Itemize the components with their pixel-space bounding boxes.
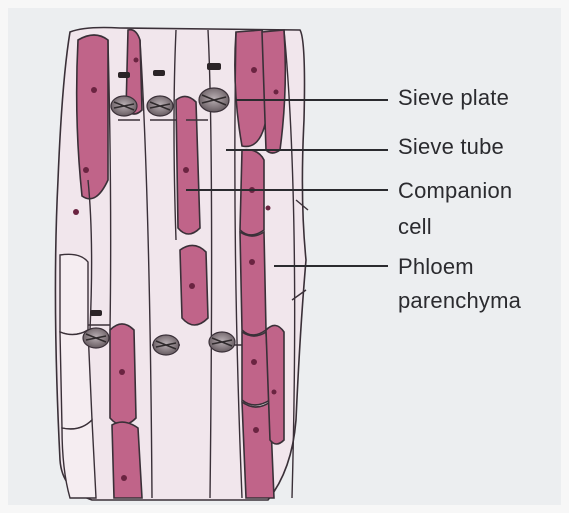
companion-cell-label-line1: Companion bbox=[398, 178, 512, 203]
sieve-plate bbox=[153, 335, 179, 355]
phloem-parenchyma-label-line2: parenchyma bbox=[398, 288, 521, 313]
companion-cell bbox=[77, 35, 108, 199]
companion-cell bbox=[266, 325, 284, 444]
sieve-tube-label: Sieve tube bbox=[398, 134, 504, 159]
parenchyma-cell bbox=[60, 254, 88, 334]
sieve-plate bbox=[209, 332, 235, 352]
parenchyma-cell bbox=[62, 420, 96, 498]
companion-cell-label-line2: cell bbox=[398, 214, 432, 239]
sieve-plate-label: Sieve plate bbox=[398, 85, 509, 110]
phloem-parenchyma-label-line1: Phloem bbox=[398, 254, 474, 279]
companion-cell bbox=[112, 422, 142, 498]
companion-cell bbox=[240, 232, 266, 335]
companion-cell bbox=[176, 96, 200, 234]
